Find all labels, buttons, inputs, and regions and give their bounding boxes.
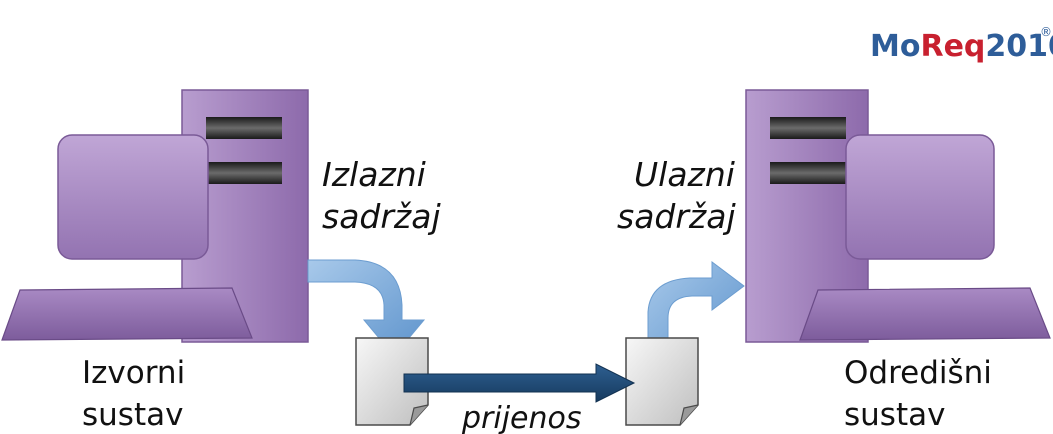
import-label-line1: Ulazni <box>634 155 735 194</box>
logo-part-req: Req <box>920 29 985 64</box>
destination-system-label-line2: sustav <box>844 397 945 433</box>
logo-part-mo: Mo <box>870 29 920 64</box>
source-computer <box>1 89 309 343</box>
destination-drive-bay-1 <box>770 117 846 139</box>
destination-keyboard <box>799 287 1051 341</box>
source-monitor <box>57 134 209 260</box>
export-label-line2: sadržaj <box>322 197 441 236</box>
source-keyboard <box>1 287 253 341</box>
import-arrow <box>647 261 745 361</box>
svg-text:MoReq2010: MoReq2010 <box>870 29 1053 64</box>
moreq2010-logo: MoReq2010 ® <box>870 25 1053 64</box>
import-document-icon <box>625 337 699 426</box>
source-system-label-line1: Izvorni <box>82 355 185 391</box>
logo-part-year: 2010 <box>985 29 1053 64</box>
export-document-icon <box>355 337 429 426</box>
destination-computer <box>745 89 1051 343</box>
source-system-label-line2: sustav <box>82 397 183 433</box>
transfer-arrow <box>403 363 636 403</box>
destination-drive-bay-2 <box>770 162 846 184</box>
import-label-line2: sadržaj <box>617 197 736 236</box>
source-drive-bay-2 <box>206 162 282 184</box>
source-drive-bay-1 <box>206 117 282 139</box>
logo-registered-mark: ® <box>1040 25 1052 39</box>
transfer-label: prijenos <box>461 401 582 434</box>
destination-monitor <box>845 134 995 260</box>
export-label-line1: Izlazni <box>322 155 426 194</box>
destination-system-label-line1: Odredišni <box>844 355 992 391</box>
